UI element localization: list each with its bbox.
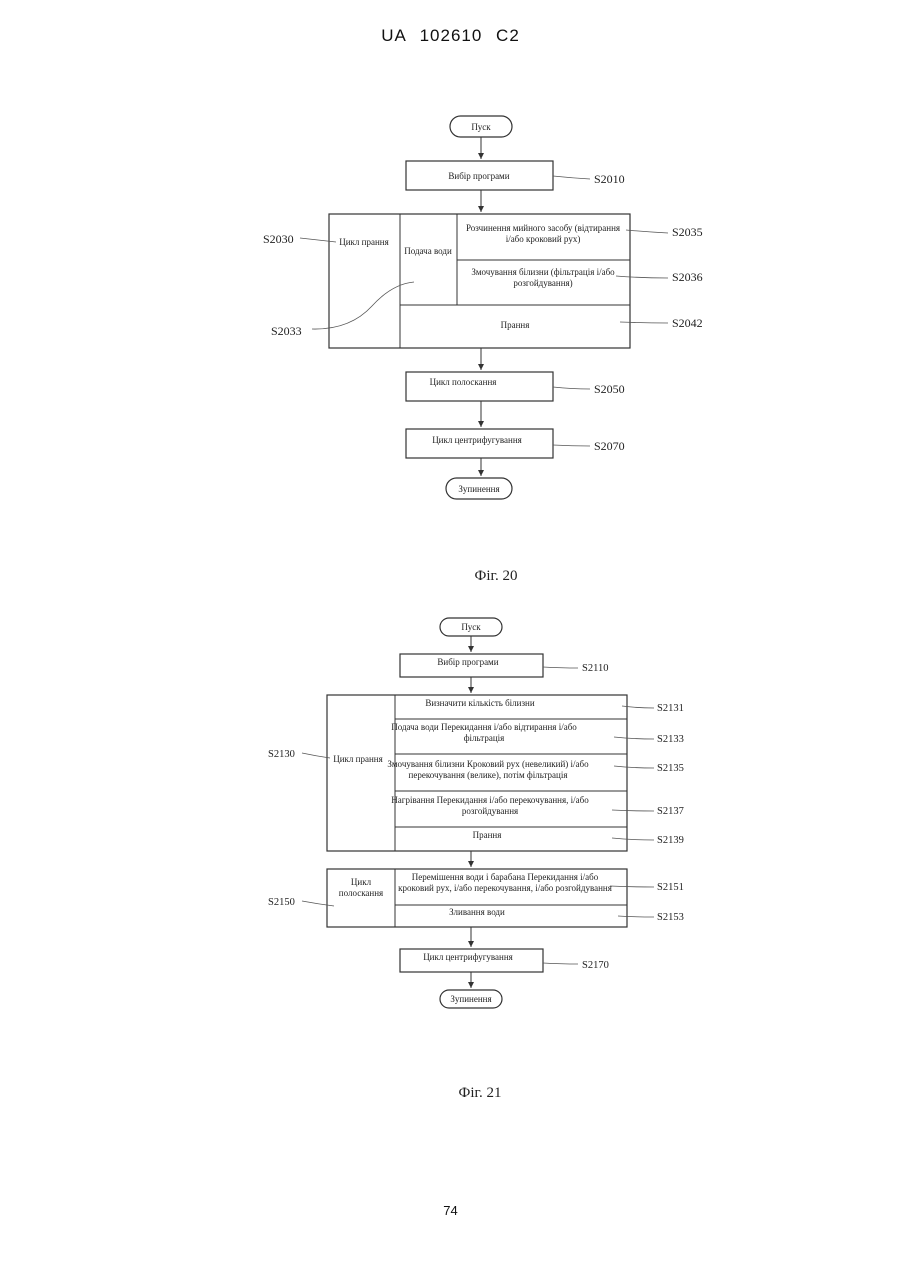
fig20-spin-cycle-label: Цикл центрифугування: [432, 435, 522, 445]
fig21-program-select-label: Вибір програми: [437, 657, 498, 667]
fig21-mix-line2: кроковий рух, і/або перекочування, і/або…: [398, 883, 612, 893]
fig20-caption: Фіг. 20: [475, 568, 518, 584]
fig21-id-s2151: S2151: [657, 882, 684, 893]
fig21-soak-line2: перекочування (велике), потім фільтрація: [409, 770, 568, 780]
fig21-heat-line2: розгойдування: [462, 806, 518, 816]
fig20-program-select-label: Вибір програми: [448, 171, 509, 181]
fig20-start-label: Пуск: [471, 122, 491, 132]
fig20-leader-s2010: [553, 176, 590, 179]
fig20-id-s2033: S2033: [271, 324, 302, 338]
fig21-id-s2130: S2130: [268, 749, 295, 760]
fig20-id-s2050: S2050: [594, 382, 625, 396]
fig20-rinse-cycle-label: Цикл полоскання: [430, 377, 497, 387]
fig21-drain-label: Зливання води: [449, 907, 505, 917]
fig21-rinse-line1: Цикл: [351, 877, 372, 887]
fig20-soak-line1: Змочування білизни (фільтрація і/або: [471, 267, 615, 277]
fig20-leader-s2070: [553, 445, 590, 446]
fig21-leader-s2130: [302, 753, 330, 758]
fig21-spin-cycle-label: Цикл центрифугування: [423, 952, 513, 962]
fig20-wash-cycle-label: Цикл прання: [339, 237, 389, 247]
fig21-heat-line1: Нагрівання Перекидання і/або перекочуван…: [391, 795, 589, 805]
fig20-leader-s2050: [553, 387, 590, 389]
fig21-water-line2: фільтрація: [464, 733, 505, 743]
fig21-id-s2139: S2139: [657, 835, 684, 846]
fig21-start-label: Пуск: [461, 622, 481, 632]
fig21-id-s2153: S2153: [657, 912, 684, 923]
fig21-id-s2137: S2137: [657, 806, 684, 817]
figure-21: Пуск Вибір програми S2110 Цикл прання Ви…: [268, 618, 684, 1101]
fig20-wash-cycle-box: [329, 214, 630, 348]
fig21-determine-load-label: Визначити кількість білизни: [425, 698, 535, 708]
fig21-rinse-line2: полоскання: [339, 888, 383, 898]
fig21-leader-s2110: [543, 667, 578, 668]
fig20-dissolve-line2: і/або кроковий рух): [506, 234, 581, 244]
fig20-id-s2010: S2010: [594, 172, 625, 186]
figure-20: Пуск Вибір програми S2010 Цикл прання По…: [263, 116, 703, 584]
fig21-id-s2135: S2135: [657, 763, 684, 774]
fig20-id-s2036: S2036: [672, 270, 703, 284]
fig21-stop-label: Зупинення: [450, 994, 491, 1004]
fig20-washing-label: Прання: [501, 320, 530, 330]
fig20-id-s2042: S2042: [672, 316, 703, 330]
fig21-mix-line1: Перемішення води і барабана Перекидання …: [412, 872, 599, 882]
fig21-soak-line1: Змочування білизни Кроковий рух (невелик…: [387, 759, 589, 769]
fig21-leader-s2170: [543, 963, 578, 964]
fig20-id-s2035: S2035: [672, 225, 703, 239]
fig21-washing-label: Прання: [473, 830, 502, 840]
fig21-caption: Фіг. 21: [459, 1085, 502, 1101]
fig20-id-s2070: S2070: [594, 439, 625, 453]
fig20-stop-label: Зупинення: [458, 484, 499, 494]
fig20-leader-s2035: [626, 230, 668, 233]
page-number: 74: [0, 1203, 901, 1218]
fig21-id-s2170: S2170: [582, 960, 609, 971]
fig21-id-s2150: S2150: [268, 897, 295, 908]
fig20-id-s2030: S2030: [263, 232, 294, 246]
fig21-id-s2131: S2131: [657, 703, 684, 714]
fig21-water-line1: Подача води Перекидання і/або відтирання…: [391, 722, 577, 732]
fig20-water-supply-label: Подача води: [404, 246, 452, 256]
fig21-id-s2133: S2133: [657, 734, 684, 745]
fig20-soak-line2: розгойдування): [513, 278, 572, 288]
fig20-dissolve-line1: Розчинення мийного засобу (відтирання: [466, 223, 620, 233]
fig21-wash-cycle-label: Цикл прання: [333, 754, 383, 764]
fig21-id-s2110: S2110: [582, 663, 608, 674]
